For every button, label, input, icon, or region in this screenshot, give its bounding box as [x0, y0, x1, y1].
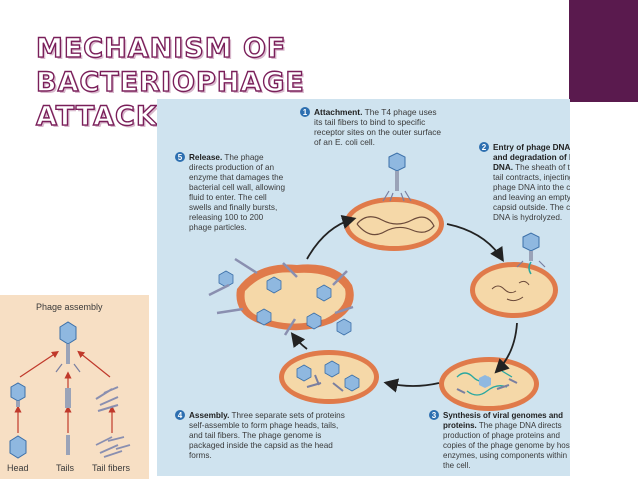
- cell-release: [208, 257, 354, 336]
- loose-fibers-icon: [95, 436, 131, 458]
- cell-dna-entry: [470, 232, 558, 318]
- tail-icon: [65, 388, 71, 408]
- cell-assembly: [279, 350, 379, 404]
- step-4-caption: 4 Assembly. Three separate sets of prote…: [175, 410, 347, 460]
- cell-attachment: [344, 152, 444, 251]
- head-tail-icon: [10, 382, 26, 407]
- head-icon: [9, 435, 27, 459]
- svg-text:2: 2: [482, 143, 487, 152]
- svg-text:Release. The phage direc: Release. The phage directs production of…: [189, 153, 287, 232]
- phage-attached-icon: [382, 152, 412, 202]
- released-phages-icon: [208, 257, 354, 336]
- svg-text:4: 4: [178, 411, 183, 420]
- label-tails: Tails: [56, 463, 75, 473]
- step-3-caption: 3 Synthesis of viral genomes and protein…: [429, 410, 570, 470]
- cycle-arrows: [290, 215, 518, 393]
- label-head: Head: [7, 463, 29, 473]
- phage-injecting-icon: [516, 232, 546, 275]
- phage-assembly-inset: Phage assembly Head Tails Tail fibers: [0, 295, 149, 479]
- step-1-caption: 1 Attachment. The T4 phage uses its tail…: [300, 107, 443, 147]
- slide-title: MECHANISM OF BACTERIOPHAGE ATTACK: [35, 32, 556, 134]
- svg-text:Assembly. Three separate sets: Assembly. Three separate sets of protein…: [189, 411, 347, 460]
- tail-core-icon: [66, 435, 70, 455]
- tail-fibers-icon: [95, 386, 119, 412]
- inset-title: Phage assembly: [36, 302, 103, 312]
- step-5-caption: 5 Release. The phage directs production …: [175, 152, 287, 232]
- step-2-caption: 2 Entry of phage DNA and degradation of …: [479, 142, 570, 222]
- title-line-2: ATTACK: [35, 100, 158, 132]
- decorative-accent-bar: [569, 0, 638, 102]
- cell-synthesis: [439, 357, 539, 411]
- svg-text:Synthesis of viral genomes and: Synthesis of viral genomes and proteins.…: [443, 411, 570, 470]
- svg-text:3: 3: [432, 411, 437, 420]
- svg-text:5: 5: [178, 153, 183, 162]
- svg-text:Attachment. The T4 phage uses: Attachment. The T4 phage uses its tail f…: [314, 107, 443, 147]
- lytic-cycle-figure: 1 Attachment. The T4 phage uses its tail…: [157, 99, 570, 476]
- assembled-phage-icon: [55, 321, 81, 373]
- title-line-1: MECHANISM OF BACTERIOPHAGE: [35, 32, 305, 98]
- svg-text:Entry of phage DNA and d: Entry of phage DNA and degradation of ho…: [493, 143, 570, 222]
- svg-text:1: 1: [303, 108, 308, 117]
- label-tail-fibers: Tail fibers: [92, 463, 131, 473]
